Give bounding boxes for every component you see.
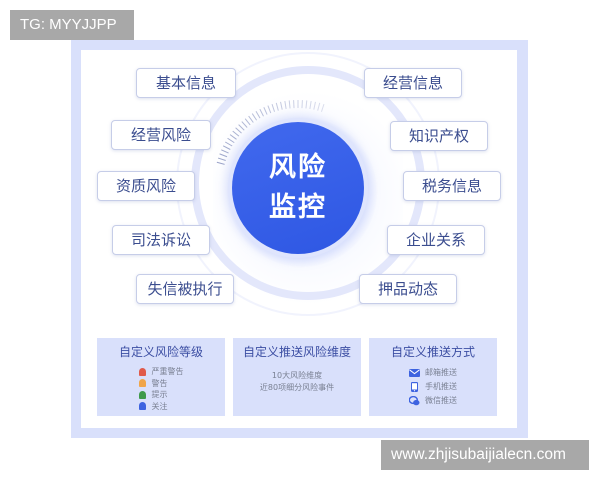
risk-level-severe: 严重警告 <box>138 366 184 378</box>
tag-operation-risk: 经营风险 <box>111 120 211 150</box>
dimensions-line2: 近80项细分风险事件 <box>259 383 335 392</box>
panel-push-methods-title: 自定义推送方式 <box>390 345 475 359</box>
push-method-wechat: 微信推送 <box>409 394 457 408</box>
bell-icon <box>138 379 146 388</box>
push-method-label: 邮箱推送 <box>425 368 457 377</box>
panel-push-methods: 自定义推送方式 邮箱推送 手机推送 <box>369 338 497 416</box>
watermark-top: TG: MYYJJPP <box>10 10 134 40</box>
risk-level-label: 提示 <box>151 390 168 399</box>
diagram-frame: 风险 监控 基本信息 经营风险 资质风险 司法诉讼 失信被执行 经营信息 知识产… <box>71 40 528 438</box>
risk-level-label: 严重警告 <box>151 367 184 376</box>
watermark-bottom: www.zhjisubaijialecn.com <box>381 440 589 470</box>
push-method-email: 邮箱推送 <box>409 366 457 380</box>
tag-collateral-dynamics: 押品动态 <box>359 274 457 304</box>
bell-icon <box>138 367 146 376</box>
bell-icon <box>138 390 146 399</box>
risk-level-label: 警告 <box>151 378 168 388</box>
core-title-line2: 监控 <box>269 192 327 223</box>
diagram-canvas: 风险 监控 基本信息 经营风险 资质风险 司法诉讼 失信被执行 经营信息 知识产… <box>81 50 517 428</box>
dimensions-line1: 10大风险维度 <box>271 371 323 380</box>
wechat-icon <box>409 396 420 406</box>
risk-level-warning: 警告 <box>138 378 184 390</box>
risk-level-list: 严重警告 警告 提示 关注 <box>138 366 184 413</box>
push-method-label: 手机推送 <box>425 382 457 391</box>
tick-arc-decoration <box>216 100 325 165</box>
risk-monitor-core: 风险 监控 <box>232 122 364 254</box>
tag-enterprise-relation: 企业关系 <box>387 225 485 255</box>
panel-risk-levels: 自定义风险等级 严重警告 警告 提示 关注 <box>97 338 225 416</box>
risk-level-attention: 关注 <box>138 401 184 413</box>
tag-tax-info: 税务信息 <box>403 171 501 201</box>
phone-icon <box>409 382 420 392</box>
panel-risk-levels-title: 自定义风险等级 <box>118 345 203 359</box>
core-title-line1: 风险 <box>269 152 327 183</box>
bell-icon <box>138 402 146 411</box>
tag-intellectual-property: 知识产权 <box>390 121 488 151</box>
risk-level-hint: 提示 <box>138 389 184 401</box>
mail-icon <box>409 369 420 378</box>
tag-qualification-risk: 资质风险 <box>97 171 195 201</box>
push-method-phone: 手机推送 <box>409 380 457 394</box>
panel-risk-dimensions-title: 自定义推送风险维度 <box>242 345 351 359</box>
panel-risk-dimensions: 自定义推送风险维度 10大风险维度 近80项细分风险事件 <box>233 338 361 416</box>
tag-dishonest-executed: 失信被执行 <box>136 274 234 304</box>
tag-judicial-litigation: 司法诉讼 <box>112 225 210 255</box>
push-method-list: 邮箱推送 手机推送 微信推送 <box>409 366 457 408</box>
push-method-label: 微信推送 <box>425 396 457 405</box>
tag-operation-info: 经营信息 <box>364 68 462 98</box>
tag-basic-info: 基本信息 <box>136 68 236 98</box>
risk-level-label: 关注 <box>151 401 168 411</box>
